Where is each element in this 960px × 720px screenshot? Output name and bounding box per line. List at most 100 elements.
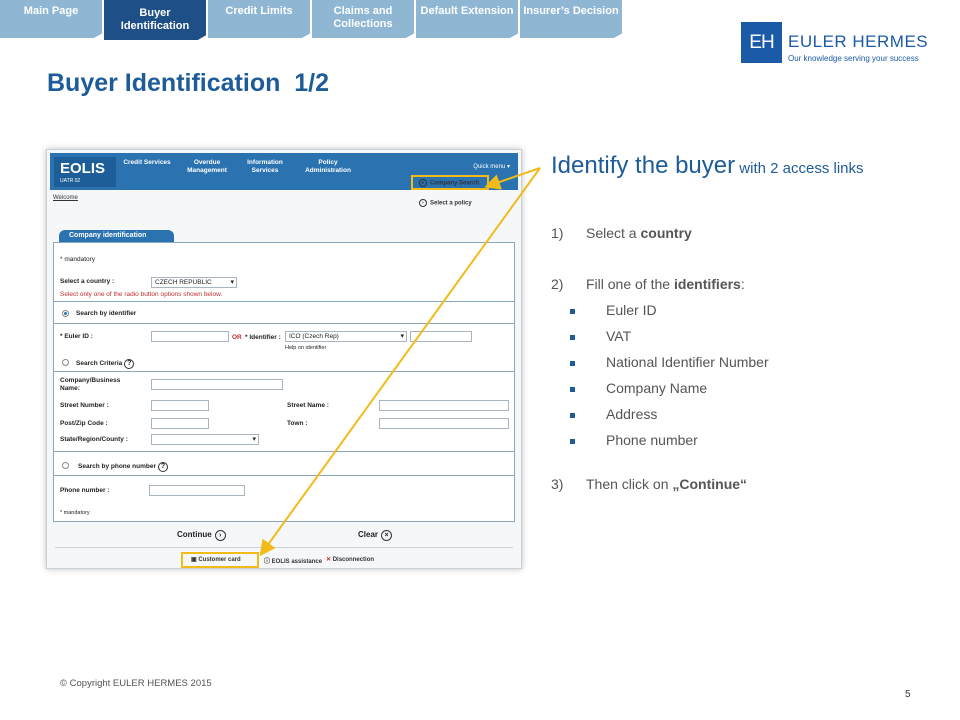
- bullet-icon: [570, 360, 575, 366]
- street-name-label: Street Name :: [287, 402, 329, 409]
- identifier-label: Phone number: [606, 432, 698, 448]
- bullet-icon: [570, 412, 575, 418]
- step-text: Select a: [586, 225, 641, 241]
- tab-main-page[interactable]: Main Page: [0, 0, 102, 38]
- identifier-label: National Identifier Number: [606, 354, 769, 370]
- search-by-phone-label: Search by phone number?: [78, 462, 169, 472]
- copyright: © Copyright EULER HERMES 2015: [60, 678, 212, 689]
- quick-menu[interactable]: Quick menu ▾: [473, 164, 510, 170]
- close-icon: ✕: [326, 557, 333, 563]
- identifier-item: Company Name: [570, 380, 707, 396]
- search-criteria-text: Search Criteria: [76, 360, 123, 367]
- heading-main: Identify the buyer: [551, 152, 736, 179]
- continue-label: Continue: [177, 530, 212, 539]
- step-number: 2): [551, 276, 564, 292]
- postcode-input[interactable]: [151, 418, 209, 429]
- divider: [55, 547, 513, 548]
- tab-buyer-identification[interactable]: Buyer Identification: [104, 0, 206, 40]
- euler-id-input[interactable]: [151, 331, 229, 342]
- step-3: 3)Then click on „Continue“: [551, 476, 747, 492]
- customer-card-label: Customer card: [198, 557, 241, 563]
- step-bold: country: [640, 225, 692, 241]
- menu-information-services[interactable]: Information Services: [247, 159, 283, 174]
- divider: [54, 475, 514, 476]
- company-identification-tab[interactable]: Company identification: [59, 230, 174, 243]
- arrow-right-icon: ›: [214, 530, 226, 541]
- phone-input[interactable]: [149, 485, 245, 496]
- identifier-item: National Identifier Number: [570, 354, 769, 370]
- step-number: 3): [551, 476, 564, 492]
- identifier-label: * Identifier :: [245, 334, 281, 341]
- street-number-label: Street Number :: [60, 402, 109, 409]
- company-search-highlight: [411, 175, 489, 190]
- divider: [54, 451, 514, 452]
- state-select[interactable]: [151, 434, 259, 445]
- identifier-item: VAT: [570, 328, 631, 344]
- search-criteria-label: Search Criteria?: [76, 359, 135, 369]
- logo-name: EULER HERMES: [788, 32, 929, 51]
- bullet-icon: [570, 438, 575, 444]
- street-name-input[interactable]: [379, 400, 509, 411]
- mandatory-note: * mandatory: [60, 256, 96, 263]
- identifier-input[interactable]: [410, 331, 472, 342]
- state-label: State/Region/County :: [60, 436, 128, 443]
- step-text: Fill one of the: [586, 276, 674, 292]
- identifier-label: Euler ID: [606, 302, 657, 318]
- page-number: 5: [905, 689, 911, 700]
- logo-tagline: Our knowledge serving your success: [788, 54, 919, 63]
- step-suffix: :: [740, 276, 745, 292]
- quick-menu-label: Quick menu: [473, 164, 506, 170]
- help-icon: ⓘ: [264, 559, 272, 565]
- bullet-icon: [570, 386, 575, 392]
- identifier-label: Address: [606, 406, 658, 422]
- close-icon: ×: [381, 530, 393, 541]
- town-label: Town :: [287, 420, 308, 427]
- eolis-logo: EOLIS UATR 02: [54, 157, 116, 187]
- country-select[interactable]: CZECH REPUBLIC: [151, 277, 237, 288]
- clear-button[interactable]: Clear×: [358, 530, 393, 541]
- eolis-screenshot: EOLIS UATR 02 Credit Services Overdue Ma…: [46, 149, 522, 569]
- divider: [54, 323, 514, 324]
- disconnection-link[interactable]: ✕ Disconnection: [326, 556, 374, 563]
- bullet-icon: [570, 334, 575, 340]
- tab-credit-limits[interactable]: Credit Limits: [208, 0, 310, 38]
- instructions-heading: Identify the buyer with 2 access links: [551, 152, 864, 180]
- eolis-app-name: EOLIS: [60, 160, 106, 177]
- customer-card-highlight: [181, 552, 259, 568]
- identifier-item: Address: [570, 406, 657, 422]
- clear-label: Clear: [358, 530, 379, 539]
- search-by-phone-radio[interactable]: [62, 462, 69, 469]
- tab-insurers-decision[interactable]: Insurer’s Decision: [520, 0, 622, 38]
- town-input[interactable]: [379, 418, 509, 429]
- heading-small: with 2 access links: [735, 160, 864, 177]
- divider: [54, 371, 514, 372]
- phone-label: Phone number :: [60, 487, 110, 494]
- menu-policy-administration[interactable]: Policy Administration: [305, 159, 351, 174]
- search-by-identifier-label: Search by identifier: [76, 310, 137, 317]
- help-icon[interactable]: ?: [158, 462, 169, 472]
- welcome-link[interactable]: Welcome: [53, 195, 78, 201]
- eolis-assistance-link[interactable]: ⓘ EOLIS assistance: [264, 556, 322, 565]
- help-identifier-link[interactable]: Help on identifier: [285, 345, 327, 351]
- help-icon[interactable]: ?: [124, 359, 135, 369]
- tab-claims-collections[interactable]: Claims and Collections: [312, 0, 414, 38]
- tab-default-extension[interactable]: Default Extension: [416, 0, 518, 38]
- company-name-label: Company/Business Name:: [60, 377, 121, 392]
- select-policy-link[interactable]: ›Select a policy: [419, 199, 472, 207]
- search-by-phone-text: Search by phone number: [78, 463, 157, 470]
- continue-button[interactable]: Continue›: [177, 530, 226, 541]
- search-criteria-radio[interactable]: [62, 359, 69, 366]
- menu-credit-services[interactable]: Credit Services: [123, 159, 171, 166]
- arrow-right-icon: ›: [419, 199, 427, 207]
- search-by-identifier-radio[interactable]: [62, 310, 69, 317]
- divider: [54, 301, 514, 302]
- company-identification-form: * mandatory Select a country : CZECH REP…: [53, 242, 515, 522]
- mandatory-note-bottom: * mandatory: [60, 510, 90, 516]
- eolis-assistance-label: EOLIS assistance: [271, 559, 323, 565]
- identifier-type-select[interactable]: ICO (Czech Rep): [285, 331, 407, 342]
- company-name-input[interactable]: [151, 379, 283, 390]
- menu-overdue-management[interactable]: Overdue Management: [187, 159, 227, 174]
- customer-card-link[interactable]: ▣ Customer card: [191, 556, 241, 563]
- street-number-input[interactable]: [151, 400, 209, 411]
- page-title: Buyer Identification 1/2: [47, 69, 330, 97]
